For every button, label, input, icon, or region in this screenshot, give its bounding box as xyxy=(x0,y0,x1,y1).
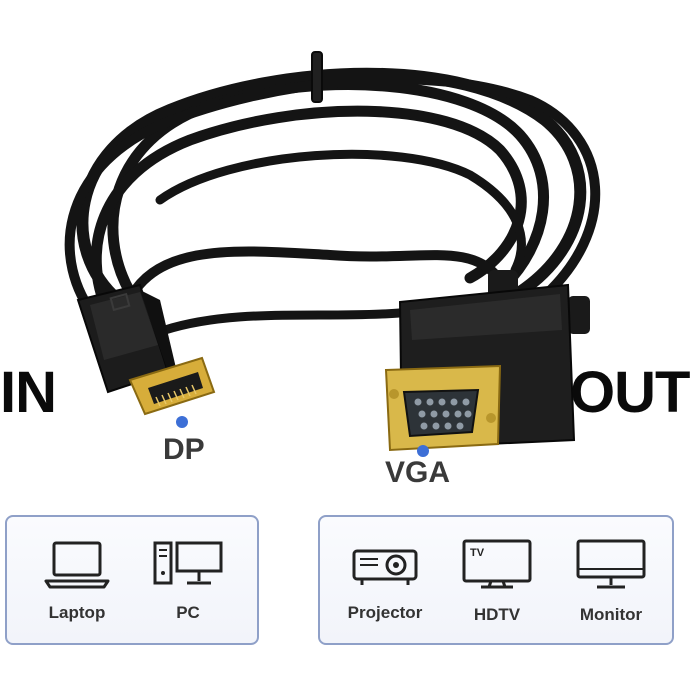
device-label-laptop: Laptop xyxy=(48,603,106,622)
monitor-icon xyxy=(576,539,646,589)
tv-icon-text: TV xyxy=(470,547,485,559)
device-label-monitor: Monitor xyxy=(579,605,643,624)
device-projector: Projector xyxy=(330,537,440,623)
in-label: IN xyxy=(0,360,57,425)
cable-tie xyxy=(311,51,323,103)
input-devices-panel: Laptop PC xyxy=(5,515,259,645)
out-label: OUT xyxy=(570,360,690,425)
device-laptop: Laptop xyxy=(22,537,132,623)
projector-icon xyxy=(352,549,418,585)
device-pc: PC xyxy=(133,537,243,623)
vga-marker-dot xyxy=(417,445,429,457)
laptop-icon xyxy=(44,541,110,589)
coiled-cable xyxy=(64,67,601,335)
vga-label: VGA xyxy=(385,456,451,489)
device-monitor: Monitor xyxy=(556,537,666,625)
desktop-pc-icon xyxy=(153,541,223,585)
dp-vga-cable-photo xyxy=(64,51,601,452)
dp-label: DP xyxy=(163,433,205,466)
tv-icon: TV xyxy=(462,539,532,589)
vga-connector xyxy=(384,270,590,452)
output-devices-panel: Projector TV HDTV Monitor xyxy=(318,515,674,645)
device-hdtv: TV HDTV xyxy=(442,537,552,625)
device-label-projector: Projector xyxy=(347,603,423,622)
dp-marker-dot xyxy=(176,416,188,428)
device-label-hdtv: HDTV xyxy=(473,605,521,624)
device-label-pc: PC xyxy=(176,603,200,622)
displayport-connector xyxy=(76,283,216,416)
